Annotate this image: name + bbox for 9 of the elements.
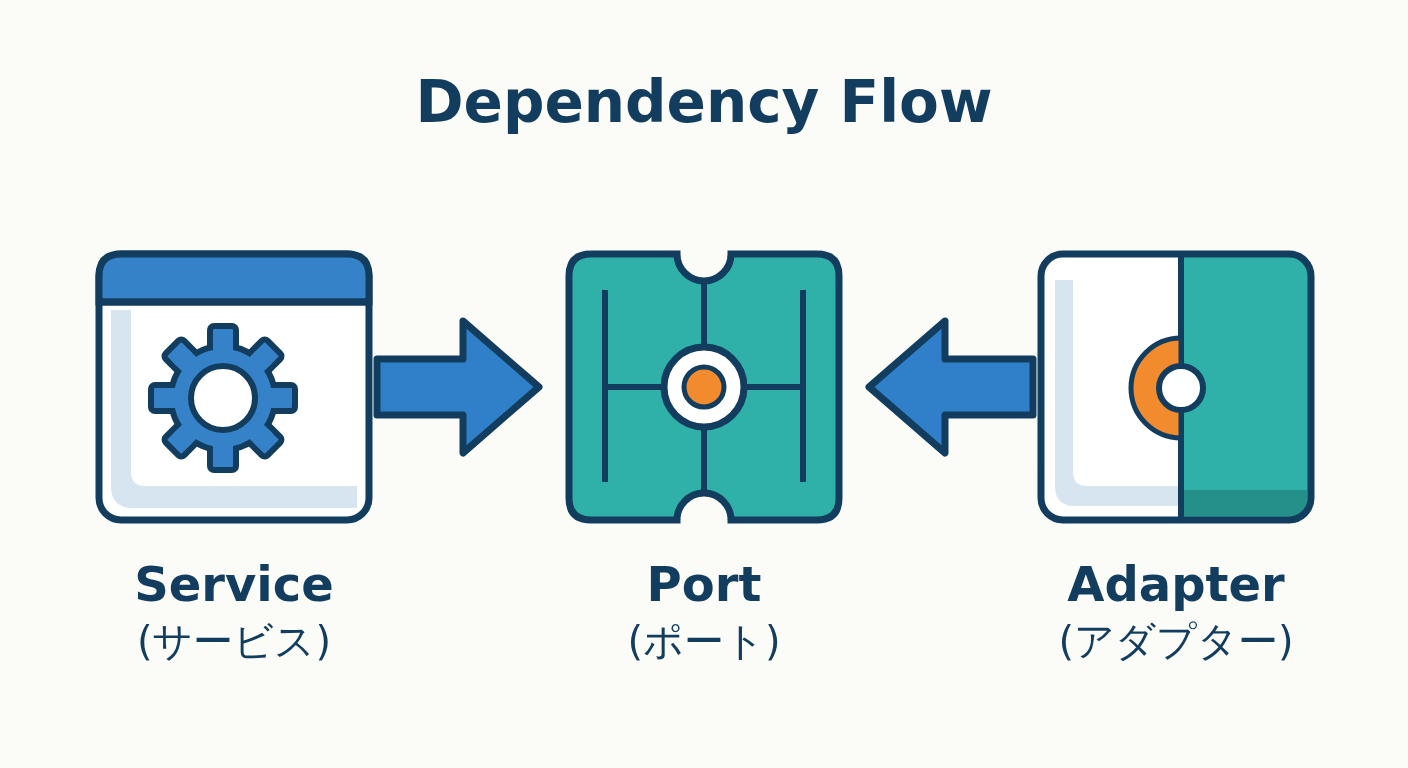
node-sublabel: (アダプター): [1058, 616, 1294, 665]
title: Dependency Flow: [414, 68, 994, 136]
block-arrow: [865, 317, 1037, 457]
node-label: Service: [134, 558, 334, 611]
block-arrow: [373, 317, 543, 457]
node-label: Adapter: [1067, 558, 1285, 611]
node-sublabel: (ポート): [627, 616, 781, 665]
node-label: Port: [646, 558, 762, 611]
node-sublabel: (サービス): [136, 616, 332, 665]
